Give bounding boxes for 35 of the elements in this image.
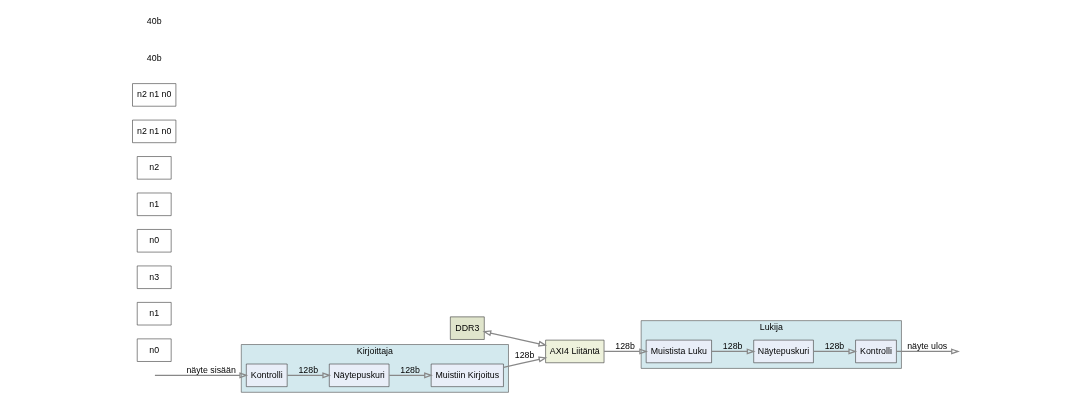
- node-box: Kontrolli: [245, 363, 287, 387]
- node-box: n3: [136, 265, 171, 289]
- arrow: [388, 372, 433, 379]
- node-box: Muistista Luku: [645, 339, 712, 364]
- edge-label: 128b: [399, 364, 420, 375]
- arrow: [286, 372, 331, 379]
- arrow: [895, 348, 960, 355]
- node-box: n2 n1 n0: [131, 119, 176, 143]
- arrow: [602, 348, 648, 355]
- node-box: n0: [136, 229, 171, 253]
- node-box: n0: [136, 338, 171, 362]
- edge-label: 128b: [514, 349, 534, 360]
- label: 40b: [146, 16, 162, 27]
- node-box: DDR3: [449, 316, 485, 340]
- node-box: n1: [136, 302, 171, 326]
- node-box: Näytepuskuri: [752, 339, 814, 364]
- arrow: [812, 348, 857, 355]
- node-box: Näytepuskuri: [328, 363, 389, 387]
- edge-label: näyte ulos: [906, 341, 947, 352]
- arrow: [153, 372, 248, 379]
- arrow: [481, 330, 547, 347]
- edge-label: 128b: [824, 341, 844, 352]
- node-box: Kontrolli: [854, 339, 897, 364]
- arrow: [502, 356, 547, 368]
- edge-label: 128b: [722, 341, 742, 352]
- node-box: n2: [136, 156, 171, 180]
- arrow: [710, 348, 755, 355]
- edge-label: 128b: [297, 364, 318, 375]
- node-box: AXI4 Liitäntä: [544, 339, 604, 364]
- label: 40b: [146, 52, 162, 63]
- node-box: Muistiin Kirjoitus: [430, 363, 504, 387]
- node-box: n2 n1 n0: [131, 83, 176, 107]
- edge-label: näyte sisään: [185, 364, 236, 375]
- edge-label: 128b: [614, 341, 635, 352]
- node-box: n1: [136, 192, 171, 216]
